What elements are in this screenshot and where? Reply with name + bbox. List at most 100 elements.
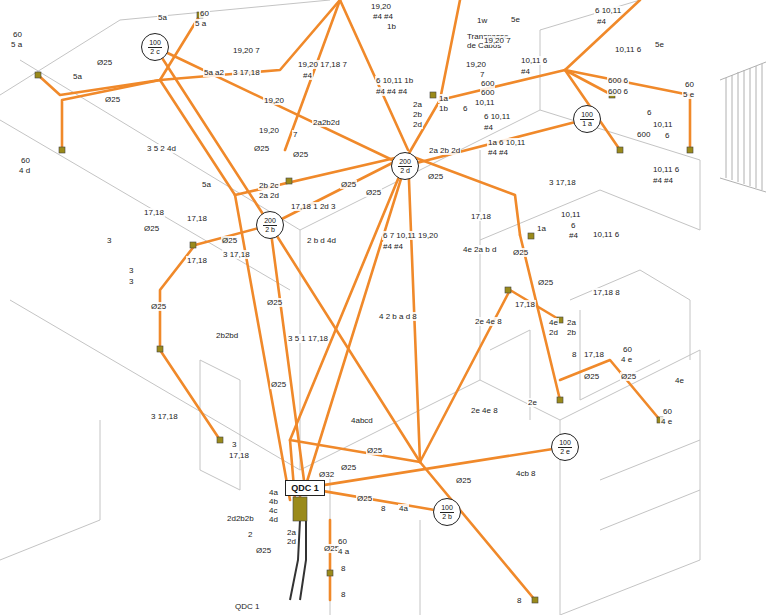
circuit-label: 600	[480, 79, 495, 88]
circuit-label: 6 10,11	[483, 112, 511, 121]
circuit-label: 3	[128, 266, 134, 275]
circuit-label: Ø32	[318, 470, 335, 479]
circuit-label: 5 a	[10, 40, 23, 49]
circuit-label: Ø25	[104, 95, 121, 104]
circuit-label: 5a	[157, 13, 168, 22]
circuit-label: 4a	[398, 504, 409, 513]
circuit-label: Ø25	[537, 278, 554, 287]
circuit-label: 5 e	[682, 90, 695, 99]
circuit-label: Ø25	[292, 150, 309, 159]
circuit-label: 2	[247, 530, 253, 539]
circuit-label: 5a	[72, 72, 83, 81]
circuit-label: #4	[596, 17, 607, 26]
node-circuit: 2 b	[440, 512, 454, 521]
circuit-label: 10,11 6	[652, 165, 680, 174]
node-circuit: 2 e	[558, 447, 572, 456]
circuit-label: 4 e	[660, 417, 673, 426]
circuit-label: 3 17,18	[548, 178, 577, 187]
circuit-label: 10,11	[560, 210, 581, 219]
circuit-label: 17,18	[470, 212, 492, 221]
circuit-label: Ø25	[366, 446, 383, 455]
circuit-label: 4 d	[18, 166, 31, 175]
circuit-label: 7	[479, 70, 485, 79]
circuit-label: #4 #4 #4	[375, 87, 408, 96]
circuit-label: Ø25	[143, 224, 160, 233]
circuit-label: 4e	[674, 376, 685, 385]
circuit-label: 8	[571, 350, 577, 359]
circuit-label: Ø25	[96, 58, 113, 67]
circuit-label: 17,18	[583, 350, 605, 359]
circuit-label: 6 7 10,11 19,20	[382, 231, 439, 240]
circuit-label: 1a	[438, 94, 449, 103]
circuit-label: 19,20 17,18 7	[297, 60, 348, 69]
circuit-label: Ø25	[255, 546, 272, 555]
circuit-label: 600 6	[607, 87, 629, 96]
circuit-label: #4 #4	[372, 12, 394, 21]
circuit-label: 4cb 8	[515, 469, 537, 478]
circuit-label: 3 5 2 4d	[146, 144, 177, 153]
circuit-label: 2d	[286, 537, 297, 546]
circuit-label: 1a 6 10,11	[487, 138, 526, 147]
circuit-label: 19,20 7	[232, 46, 261, 55]
circuit-label: 60	[20, 156, 31, 165]
node-value: 200	[399, 158, 411, 166]
circuit-label: 17,18	[514, 300, 536, 309]
circuit-label: Ø25	[455, 476, 472, 485]
circuit-label: 19,20 7	[483, 36, 512, 45]
circuit-label: #4	[568, 231, 579, 240]
circuit-label: 17,18 1 2d 3	[290, 202, 336, 211]
circuit-label: 2b	[412, 110, 423, 119]
circuit-label: 10,11 6	[592, 230, 620, 239]
circuit-label: 2e	[527, 398, 538, 407]
conduit-line	[419, 123, 574, 163]
circuit-label: 3 5 1 17,18	[287, 334, 329, 343]
circuit-label: 60	[199, 9, 210, 18]
circuit-label: 2d2b2b	[226, 514, 255, 523]
circuit-label: 600 6	[607, 76, 629, 85]
circuit-label: 3	[128, 277, 134, 286]
circuit-label: 2a 2d	[258, 191, 280, 200]
lamp-circuit-circle: 1001 a	[573, 105, 601, 133]
circuit-label: 2a2b2d	[312, 118, 341, 127]
circuit-label: 8	[340, 590, 346, 599]
circuit-label: Ø25	[340, 463, 357, 472]
circuit-label: 2e 4e 8	[470, 406, 499, 415]
circuit-label: 2a	[286, 528, 297, 537]
circuit-label: 60	[12, 30, 23, 39]
circuit-label: #4 #4	[487, 148, 509, 157]
conduit-line	[168, 53, 393, 160]
conduit-line	[272, 239, 304, 480]
circuit-label: 2a	[412, 100, 423, 109]
circuit-label: 3 17,18	[150, 412, 179, 421]
node-value: 100	[149, 39, 161, 47]
node-circuit: 2 b	[263, 225, 277, 234]
circuit-label: #4 #4	[652, 176, 674, 185]
node-value: 200	[264, 217, 276, 225]
conduit-line	[325, 449, 551, 485]
circuit-label: 8	[340, 564, 346, 573]
circuit-label: Ø25	[365, 188, 382, 197]
lamp-circuit-circle: 2002 b	[256, 211, 284, 239]
conduit-line	[307, 179, 400, 480]
circuit-label: #4	[483, 123, 494, 132]
circuit-label: 6	[664, 131, 670, 140]
circuit-label: 6 10,11 1b	[375, 76, 414, 85]
circuit-label: Ø25	[266, 298, 283, 307]
node-circuit: 1 a	[580, 119, 594, 128]
node-circuit: 2 d	[398, 166, 412, 175]
circuit-label: Ø25	[340, 180, 357, 189]
circuit-label: 2b	[566, 328, 577, 337]
node-circuit: 2 c	[148, 47, 161, 56]
circuit-label: 2b2bd	[215, 331, 239, 340]
circuit-label: 3	[106, 236, 112, 245]
circuit-label: 5 a	[194, 19, 207, 28]
node-value: 100	[581, 111, 593, 119]
circuit-label: 7	[292, 130, 298, 139]
circuit-label: 6 10,11	[594, 6, 622, 15]
circuit-label: 2a 2b 2d	[428, 146, 461, 155]
circuit-label: 8	[516, 596, 522, 605]
circuit-label: 1b	[438, 104, 449, 113]
circuit-label: 5a	[201, 180, 212, 189]
circuit-label: 10,11	[652, 120, 673, 129]
